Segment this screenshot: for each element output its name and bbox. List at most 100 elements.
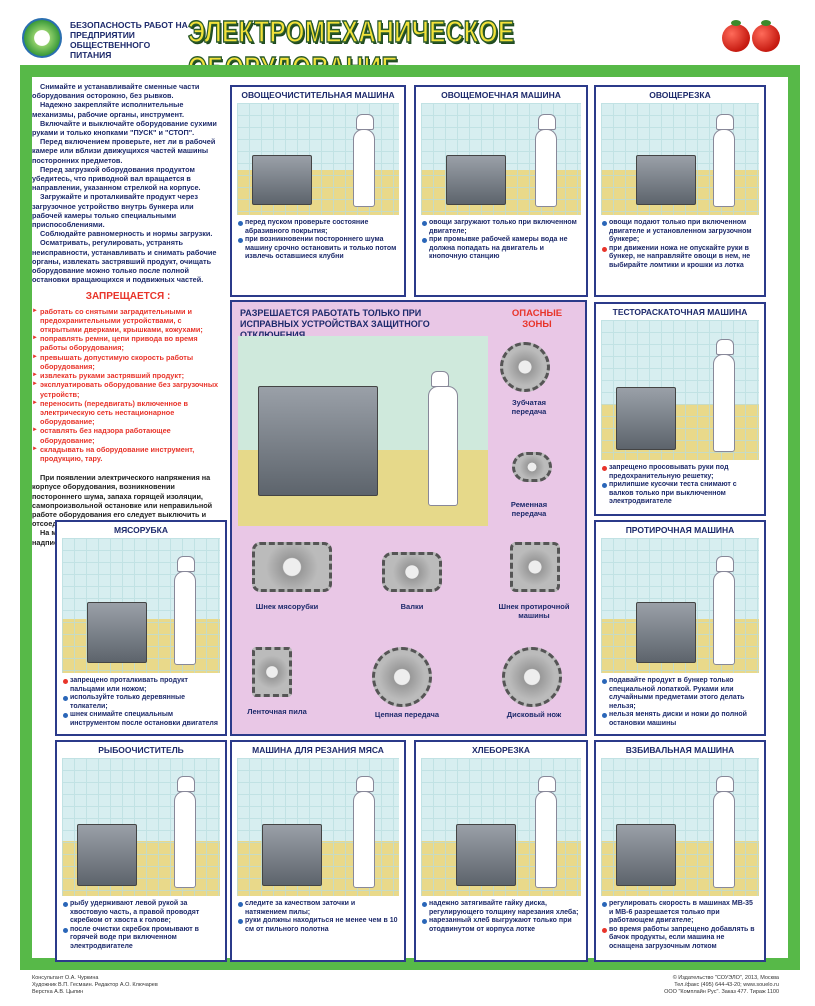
card-rules: следите за качеством заточки и натяжение… xyxy=(232,896,404,938)
card-rule: при движении ножа не опускайте руки в бу… xyxy=(602,245,758,271)
card-rules: рыбу удерживают левой рукой за хвостовую… xyxy=(57,896,225,956)
credit-line: Художник В.П. Гесмаин. Редактор А.О. Клю… xyxy=(32,982,158,988)
card-rules: подавайте продукт в бункер только специа… xyxy=(596,673,764,733)
card-title: ОВОЩЕМОЕЧНАЯ МАШИНА xyxy=(441,90,561,100)
equipment-card: ОВОЩЕРЕЗКА овощи подают только при включе… xyxy=(594,85,766,297)
card-rule: при промывке рабочей камеры вода не долж… xyxy=(422,236,580,262)
danger-zone-label: Цепная передача xyxy=(374,710,440,719)
card-title: МАШИНА ДЛЯ РЕЗАНИЯ МЯСА xyxy=(252,745,384,755)
equipment-illustration xyxy=(62,758,220,896)
card-rule: следите за качеством заточки и натяжение… xyxy=(238,900,398,917)
card-rule: во время работы запрещено добавлять в ба… xyxy=(602,926,758,952)
auger-icon xyxy=(510,542,560,592)
equipment-card: ОВОЩЕМОЕЧНАЯ МАШИНА овощи загружают тольк… xyxy=(414,85,588,297)
tomato-icon xyxy=(752,20,780,52)
credit-line: Тел./факс (495) 644-43-20; www.souelo.ru xyxy=(674,982,779,988)
card-rule: запрещено просовывать руки под предохран… xyxy=(602,464,758,481)
equipment-illustration xyxy=(237,103,399,215)
card-rule: руки должны находиться не менее чем в 10… xyxy=(238,917,398,934)
equipment-illustration xyxy=(62,538,220,673)
equipment-card: ТЕСТОРАСКАТОЧНАЯ МАШИНА запрещено просовы… xyxy=(594,302,766,516)
equipment-card: ОВОЩЕОЧИСТИТЕЛЬНАЯ МАШИНА перед пуском пр… xyxy=(230,85,406,297)
card-rule: используйте только деревянные толкатели; xyxy=(63,694,219,711)
safety-zones-panel: РАЗРЕШАЕТСЯ РАБОТАТЬ ТОЛЬКО ПРИ ИСПРАВНЫ… xyxy=(230,300,587,736)
danger-zone-label: Дисковый нож xyxy=(506,710,562,719)
rule-text: Надежно закрепляйте исполнительные механ… xyxy=(32,100,184,119)
equipment-card: ХЛЕБОРЕЗКА надежно затягивайте гайку диск… xyxy=(414,740,588,962)
card-title: ВЗБИВАЛЬНАЯ МАШИНА xyxy=(625,745,735,755)
equipment-card: МАШИНА ДЛЯ РЕЗАНИЯ МЯСА следите за качест… xyxy=(230,740,406,962)
danger-zone-label: Шнек мясорубки xyxy=(255,602,319,611)
forbidden-item: поправлять ремни, цепи привода во время … xyxy=(32,334,224,352)
band-saw-icon xyxy=(252,647,292,697)
forbidden-item: извлекать руками застрявший продукт; xyxy=(32,371,224,380)
card-rule: после очистки скребок промывают в горяче… xyxy=(63,926,219,952)
equipment-illustration xyxy=(421,103,581,215)
forbidden-list: работать со снятыми заградительными и пр… xyxy=(32,307,224,463)
card-rule: перед пуском проверьте состояние абразив… xyxy=(238,219,398,236)
forbidden-item: работать со снятыми заградительными и пр… xyxy=(32,307,224,335)
chain-icon xyxy=(372,647,432,707)
danger-zone-label: Валки xyxy=(400,602,424,611)
equipment-illustration xyxy=(601,320,759,460)
rule-text: Снимайте и устанавливайте сменные части … xyxy=(32,82,200,101)
equipment-illustration xyxy=(601,758,759,896)
card-title: ТЕСТОРАСКАТОЧНАЯ МАШИНА xyxy=(612,307,748,317)
rule-text: Перед загрузкой оборудования продуктом у… xyxy=(32,164,201,193)
equipment-card: МЯСОРУБКА запрещено проталкивать продукт … xyxy=(55,520,227,736)
disk-knife-icon xyxy=(502,647,562,707)
forbidden-item: переносить (передвигать) включенное в эл… xyxy=(32,399,224,427)
card-title: ОВОЩЕРЕЗКА xyxy=(649,90,711,100)
card-rule: овощи загружают только при включенном дв… xyxy=(422,219,580,236)
tomato-icon xyxy=(722,20,750,52)
publisher-logo xyxy=(22,18,62,58)
rule-text: Осматривать, регулировать, устранять неи… xyxy=(32,238,217,285)
card-rules: овощи загружают только при включенном дв… xyxy=(416,215,586,266)
card-rule: шнек снимайте специальным инструментом п… xyxy=(63,711,219,728)
credits-right: © Издательство "СОУЭЛО", 2013, Москва Те… xyxy=(664,975,779,996)
danger-zones-title: ОПАСНЫЕ ЗОНЫ xyxy=(511,308,563,330)
card-rule: нарезанный хлеб выгружают только при ото… xyxy=(422,917,580,934)
forbidden-item: оставлять без надзора работающее оборудо… xyxy=(32,426,224,444)
card-rule: надежно затягивайте гайку диска, регулир… xyxy=(422,900,580,917)
danger-zone-label: Ленточная пила xyxy=(247,707,307,716)
card-rules: надежно затягивайте гайку диска, регулир… xyxy=(416,896,586,938)
equipment-illustration xyxy=(601,538,759,673)
card-rule: регулировать скорость в машинах МВ-35 и … xyxy=(602,900,758,926)
equipment-illustration xyxy=(601,103,759,215)
card-rule: при возникновении постороннего шума маши… xyxy=(238,236,398,262)
card-rule: овощи подают только при включенном двига… xyxy=(602,219,758,245)
rule-text: Включайте и выключайте оборудование сухи… xyxy=(32,118,217,138)
rule-text: Соблюдайте равномерность и нормы загрузк… xyxy=(40,229,213,239)
rollers-icon xyxy=(382,552,442,592)
forbidden-item: превышать допустимую скорость работы обо… xyxy=(32,353,224,371)
forbidden-item: эксплуатировать оборудование без загрузо… xyxy=(32,380,224,398)
card-title: ОВОЩЕОЧИСТИТЕЛЬНАЯ МАШИНА xyxy=(241,90,395,100)
danger-zone-label: Зубчатая передача xyxy=(511,398,547,416)
card-rule: подавайте продукт в бункер только специа… xyxy=(602,677,758,711)
forbidden-item: складывать на оборудование инструмент, п… xyxy=(32,445,224,463)
card-rules: овощи подают только при включенном двига… xyxy=(596,215,764,275)
auger-icon xyxy=(252,542,332,592)
equipment-card: РЫБООЧИСТИТЕЛЬ рыбу удерживают левой руко… xyxy=(55,740,227,962)
forbidden-title: ЗАПРЕЩАЕТСЯ : xyxy=(85,291,171,303)
credit-line: © Издательство "СОУЭЛО", 2013, Москва xyxy=(672,975,779,981)
credits-left: Консультант О.А. Чуркина Художник В.П. Г… xyxy=(32,975,158,996)
credit-line: Консультант О.А. Чуркина xyxy=(32,975,99,981)
equipment-card: ПРОТИРОЧНАЯ МАШИНА подавайте продукт в бу… xyxy=(594,520,766,736)
equipment-illustration xyxy=(237,758,399,896)
card-title: ХЛЕБОРЕЗКА xyxy=(471,745,530,755)
gear-icon xyxy=(500,342,550,392)
card-rule: прилипшие кусочки теста снимают с валков… xyxy=(602,481,758,507)
card-rules: перед пуском проверьте состояние абразив… xyxy=(232,215,404,266)
belt-icon xyxy=(512,452,552,482)
card-rule: нельзя менять диски и ножи до полной ост… xyxy=(602,711,758,728)
card-title: ПРОТИРОЧНАЯ МАШИНА xyxy=(625,525,735,535)
general-rules: Снимайте и устанавливайте сменные части … xyxy=(32,82,224,547)
card-rule: запрещено проталкивать продукт пальцами … xyxy=(63,677,219,694)
card-title: МЯСОРУБКА xyxy=(113,525,168,535)
credit-line: Верстка А.В. Цыпин xyxy=(32,989,84,995)
card-title: РЫБООЧИСТИТЕЛЬ xyxy=(98,745,184,755)
poster-subtitle: БЕЗОПАСНОСТЬ РАБОТ НА ПРЕДПРИЯТИИ ОБЩЕСТ… xyxy=(70,20,188,60)
credit-line: ООО "Комплайн Рус". Заказ 477. Тираж 110… xyxy=(664,989,779,995)
